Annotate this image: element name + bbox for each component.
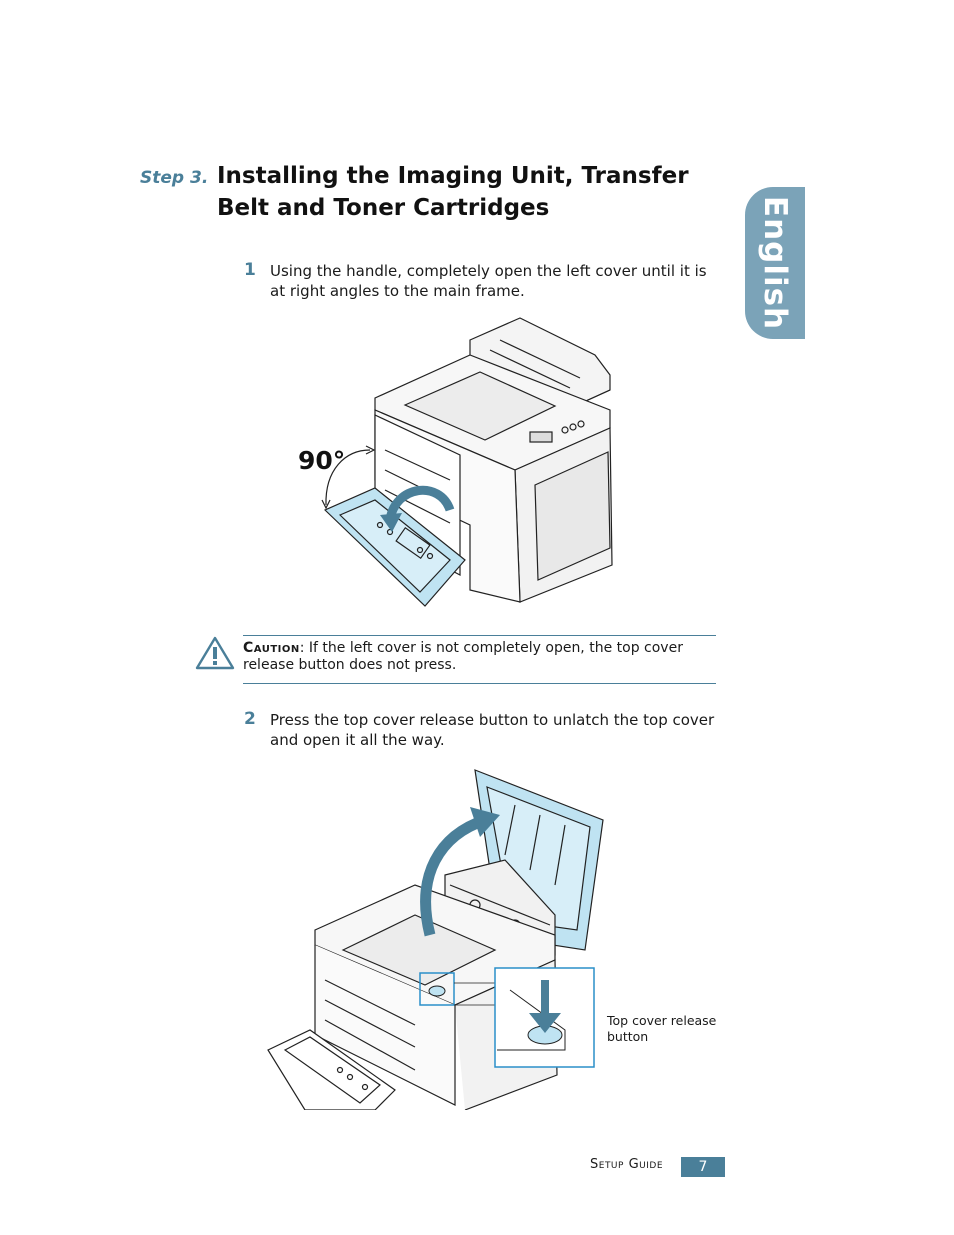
caution-text: : If the left cover is not completely op… [243, 640, 683, 673]
step-number-2: 2 [244, 709, 256, 729]
step-number-1: 1 [244, 260, 256, 280]
printer-top-cover-illustration [267, 769, 604, 1110]
caution-box [243, 635, 716, 684]
caution-note: Caution: If the left cover is not comple… [243, 640, 716, 674]
angle-label: 90° [298, 446, 346, 475]
step-label: Step 3. [140, 168, 209, 188]
step-text-2: Press the top cover release button to un… [270, 711, 715, 749]
top-cover-release-callout: Top cover release button [607, 1013, 717, 1044]
page-number: 7 [681, 1157, 725, 1177]
step-text-1: Using the handle, completely open the le… [270, 262, 707, 300]
language-tab-label: English [757, 195, 793, 331]
caution-label: Caution [243, 640, 300, 656]
footer-guide-title: Setup Guide [590, 1157, 664, 1172]
printer-left-cover-illustration [321, 317, 613, 607]
page-title: Installing the Imaging Unit, Transfer Be… [217, 163, 689, 221]
language-tab: English [745, 187, 805, 339]
caution-icon [195, 636, 235, 670]
